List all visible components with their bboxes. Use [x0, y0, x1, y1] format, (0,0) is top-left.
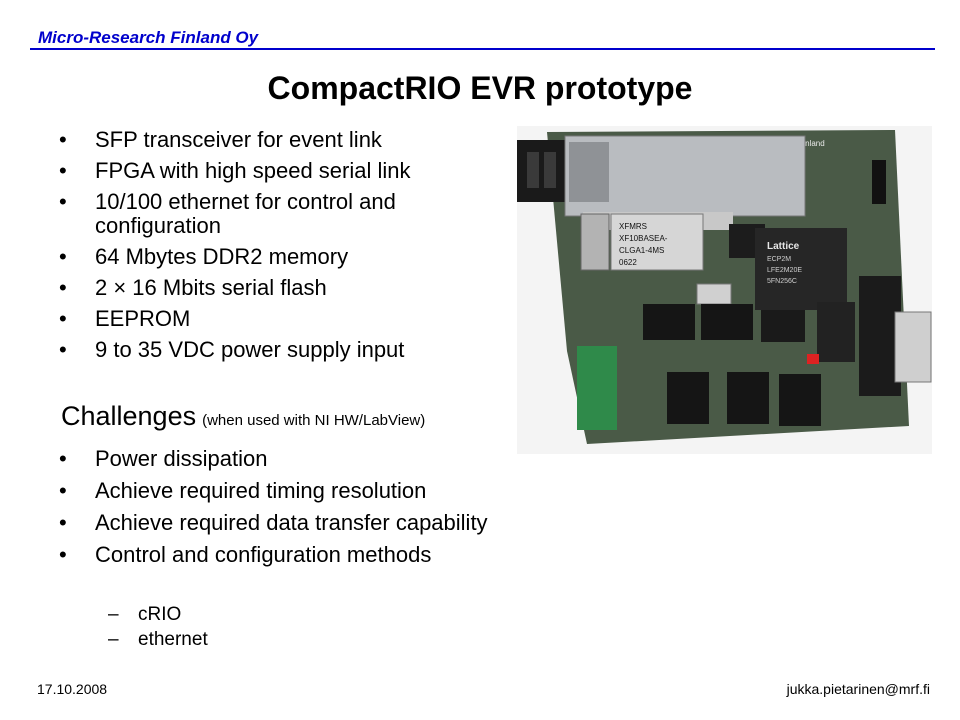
- challenge-item: Power dissipation: [59, 447, 514, 472]
- fpga-chip: [755, 228, 847, 310]
- memory-chip: [701, 304, 753, 340]
- challenges-title: Challenges: [61, 401, 197, 431]
- board-photo: Research Finland XFMRS XF10BASEA- CLGA1-…: [517, 126, 932, 454]
- xfmr-text: 0622: [619, 258, 637, 267]
- dsub-connector: [859, 276, 901, 396]
- memory-chip: [643, 304, 695, 340]
- sub-item-label: ethernet: [138, 629, 208, 650]
- challenges-list: Power dissipation Achieve required timin…: [59, 447, 514, 575]
- challenges-note: (when used with NI HW/LabView): [202, 412, 426, 429]
- feature-item: 9 to 35 VDC power supply input: [59, 338, 514, 363]
- regulator: [779, 374, 821, 426]
- chip: [761, 310, 805, 342]
- feature-item: 10/100 ethernet for control and configur…: [59, 190, 514, 238]
- sub-item-label: cRIO: [138, 604, 182, 625]
- fpga-text: 5FN256C: [767, 278, 797, 285]
- footer-date: 17.10.2008: [37, 681, 108, 697]
- feature-item: 2 × 16 Mbits serial flash: [59, 276, 514, 301]
- feature-item: SFP transceiver for event link: [59, 128, 514, 153]
- header-rule: [30, 48, 935, 50]
- fpga-text: Lattice: [767, 241, 800, 252]
- chip: [817, 302, 855, 362]
- ethernet-jack: [580, 213, 610, 271]
- dsub-shell: [894, 311, 932, 383]
- sfp-latch: [569, 142, 609, 202]
- challenge-item: Control and configuration methods: [59, 543, 514, 568]
- xfmr-text: XFMRS: [619, 222, 647, 231]
- power-connector: [577, 346, 617, 430]
- xfmr-text: XF10BASEA-: [619, 234, 668, 243]
- feature-item: FPGA with high speed serial link: [59, 159, 514, 184]
- fpga-text: LFE2M20E: [767, 267, 802, 274]
- slide-title: CompactRIO EVR prototype: [267, 70, 693, 106]
- red-jumper: [807, 354, 819, 364]
- challenges-heading: Challenges (when used with NI HW/LabView): [61, 401, 425, 432]
- footer-email: jukka.pietarinen@mrf.fi: [786, 681, 930, 697]
- feature-list: SFP transceiver for event link FPGA with…: [59, 128, 514, 369]
- regulator: [667, 372, 709, 424]
- fiber-port: [544, 152, 556, 188]
- company-name: Micro-Research Finland Oy: [38, 28, 259, 47]
- regulator: [727, 372, 769, 424]
- fiber-port: [527, 152, 539, 188]
- pin-header: [872, 160, 886, 204]
- challenge-item: Achieve required data transfer capabilit…: [59, 511, 514, 536]
- fpga-text: ECP2M: [767, 256, 791, 263]
- sub-item: –cRIO: [108, 604, 182, 625]
- sub-item: –ethernet: [108, 629, 208, 650]
- ethernet-transformer: [610, 213, 704, 271]
- feature-item: 64 Mbytes DDR2 memory: [59, 245, 514, 270]
- crystal: [696, 283, 732, 305]
- fiber-connector: [517, 140, 565, 202]
- xfmr-text: CLGA1-4MS: [619, 246, 664, 255]
- challenge-item: Achieve required timing resolution: [59, 479, 514, 504]
- feature-item: EEPROM: [59, 307, 514, 332]
